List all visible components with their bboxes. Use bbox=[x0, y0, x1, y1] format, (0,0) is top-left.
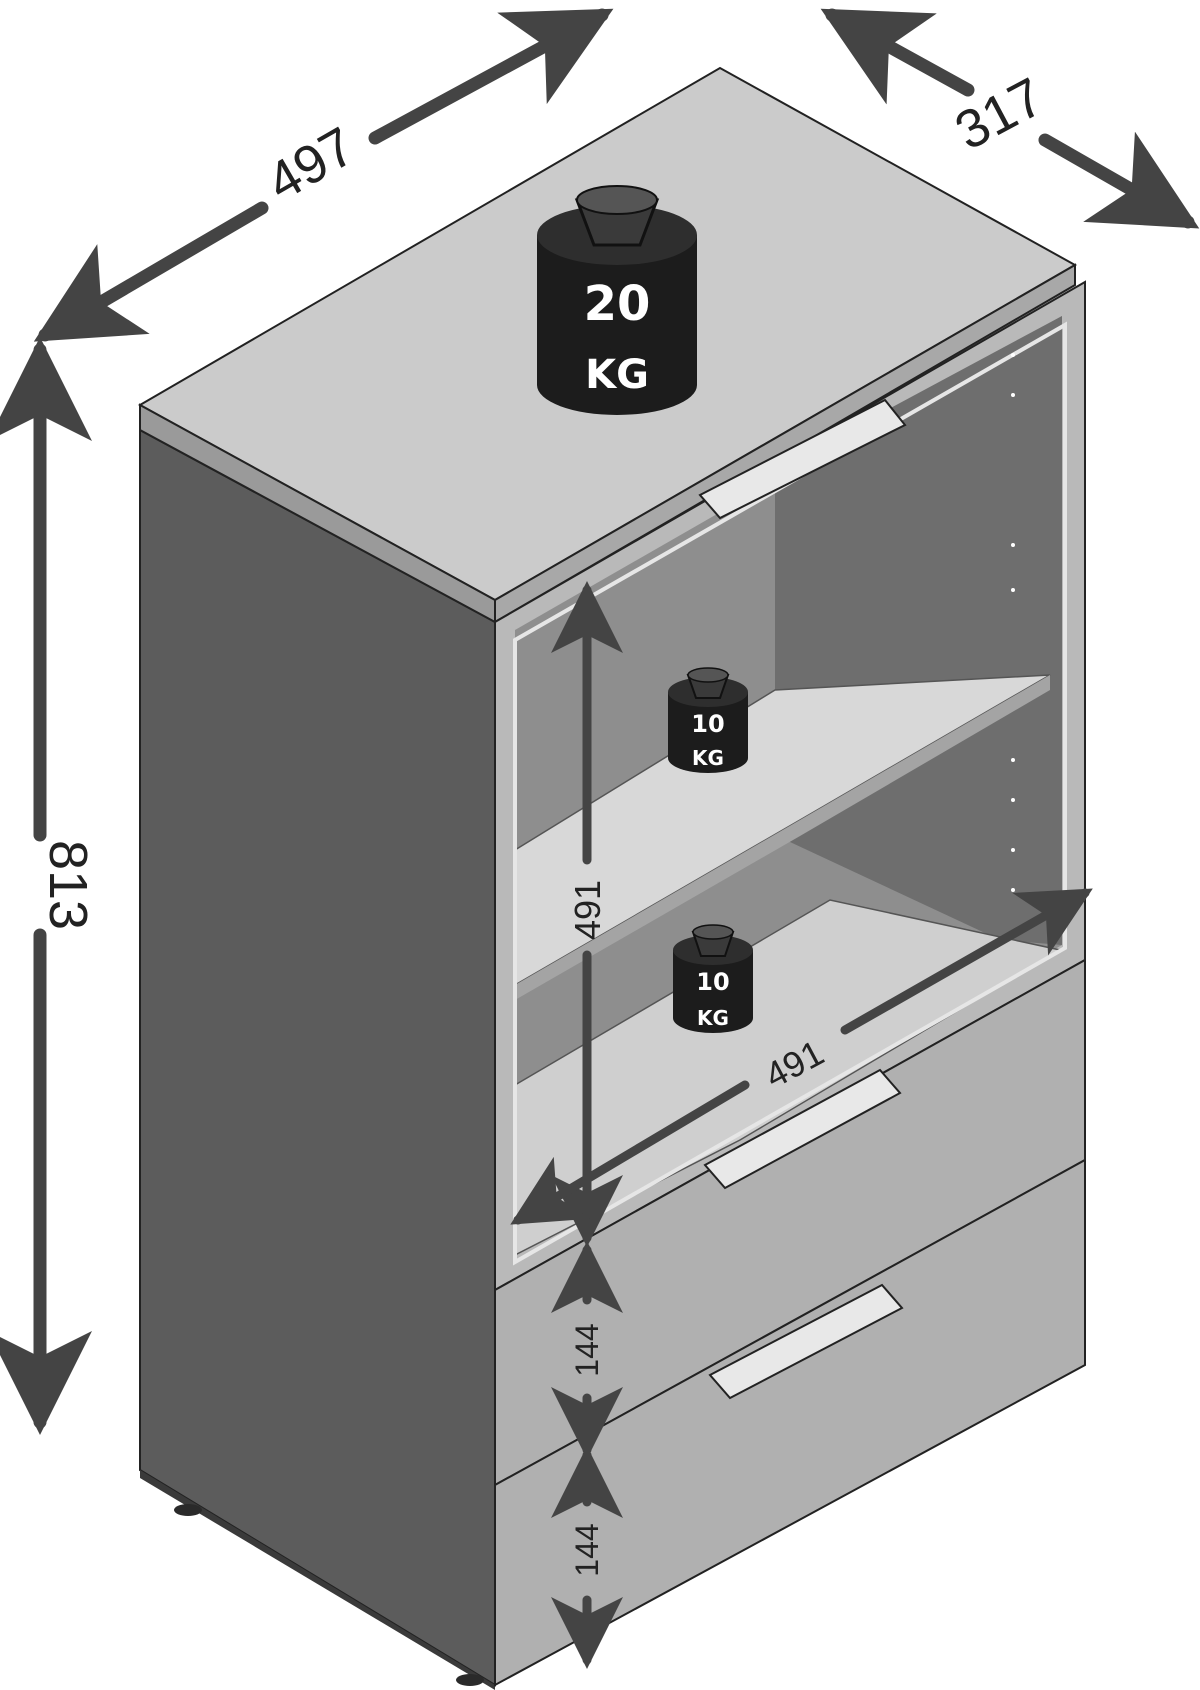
width-arrow-left bbox=[33, 201, 269, 342]
weight-top-value: 20 bbox=[584, 276, 651, 332]
weight-shelf-upper: 10 KG bbox=[668, 667, 748, 773]
interior-arrows bbox=[510, 581, 1093, 1669]
interior-width-arrow-left bbox=[510, 1080, 750, 1225]
dimension-arrows bbox=[0, 8, 1200, 1435]
drawer-bottom-label: 144 bbox=[569, 1523, 605, 1576]
width-label: 497 bbox=[257, 116, 365, 213]
weight-shelf-lower-value: 10 bbox=[696, 968, 729, 996]
drawer-top-handle bbox=[703, 1068, 902, 1190]
weight-shelf-upper-value: 10 bbox=[691, 710, 724, 738]
weight-shelf-lower-unit: KG bbox=[697, 1006, 729, 1030]
interior-height-label: 491 bbox=[567, 880, 608, 940]
depth-arrow-bottom bbox=[1038, 131, 1200, 229]
shelf-pins bbox=[1011, 353, 1015, 892]
width-arrow-right bbox=[368, 8, 614, 145]
foot-right bbox=[456, 1674, 484, 1686]
weight-shelf-lower: 10 KG bbox=[673, 924, 753, 1033]
height-label: 813 bbox=[38, 840, 98, 930]
drawer-top-label: 144 bbox=[569, 1323, 605, 1376]
drawer-bottom bbox=[494, 1158, 1086, 1687]
depth-arrow-top bbox=[820, 8, 975, 105]
plinth bbox=[140, 1470, 495, 1690]
top-panel-front-edge bbox=[494, 263, 1076, 624]
weight-shelf-upper-unit: KG bbox=[692, 746, 724, 770]
weight-top: 20 KG bbox=[537, 185, 697, 415]
door-handle bbox=[698, 398, 907, 520]
shelf-edge bbox=[515, 675, 1050, 1000]
side-panel bbox=[139, 428, 496, 1687]
interior-width-arrow-right bbox=[840, 888, 1093, 1035]
foot-left bbox=[174, 1504, 202, 1516]
drawer-bottom-handle bbox=[708, 1283, 904, 1400]
weight-top-unit: KG bbox=[585, 352, 649, 398]
